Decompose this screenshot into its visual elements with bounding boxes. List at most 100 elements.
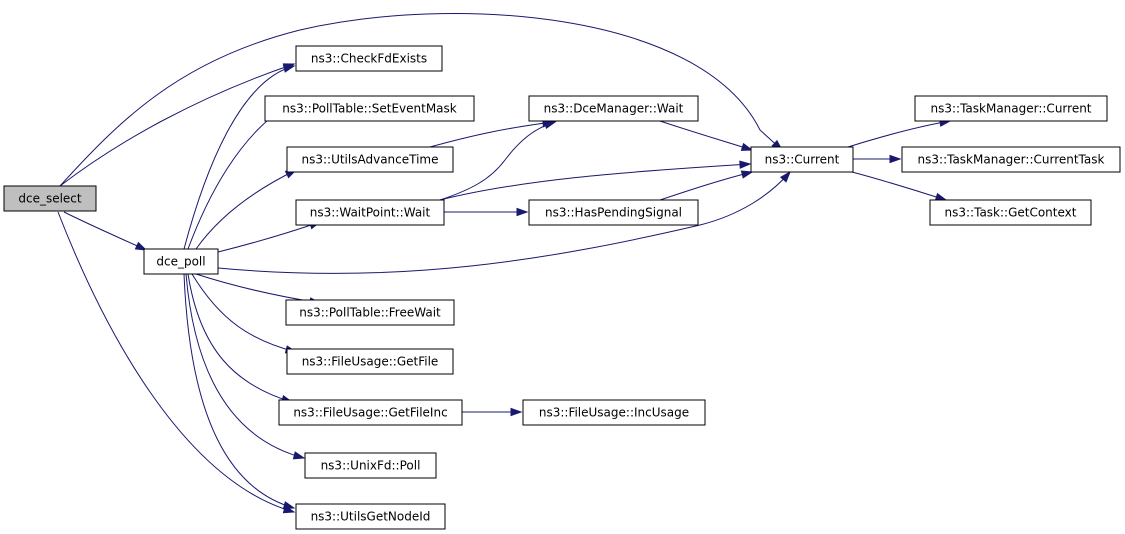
edge-dcemanager-wait-to-current: [659, 120, 754, 151]
arrowhead-icon: [510, 407, 523, 417]
node-box: [750, 146, 854, 173]
node-check-fd-exists[interactable]: ns3::CheckFdExists: [295, 45, 443, 72]
edge-line: [847, 120, 951, 148]
edge-line: [191, 273, 297, 353]
arrowhead-icon: [282, 501, 296, 510]
edge-line: [185, 273, 305, 459]
node-label: ns3::UtilsAdvanceTime: [301, 153, 438, 167]
edge-dce-select-to-check-fd-exists: [59, 63, 296, 187]
node-box: [264, 95, 475, 122]
arrowhead-icon: [543, 120, 557, 130]
edge-dce-poll-to-waitpoint-wait: [217, 221, 322, 253]
node-waitpoint-wait[interactable]: ns3::WaitPoint::Wait: [295, 199, 445, 226]
node-task-getcontext[interactable]: ns3::Task::GetContext: [929, 199, 1092, 226]
node-box: [143, 248, 219, 275]
node-box: [286, 348, 454, 375]
node-label: ns3::TaskManager::CurrentTask: [918, 153, 1105, 167]
edge-waitpoint-wait-to-has-pending-signal: [444, 207, 529, 217]
edge-dce-poll-to-unixfd-poll: [185, 273, 306, 460]
edge-dce-select-to-dce-poll: [63, 211, 148, 251]
node-label: ns3::FileUsage::GetFileInc: [293, 406, 447, 420]
arrowhead-icon: [779, 170, 791, 183]
edge-has-pending-signal-to-current: [659, 170, 754, 201]
node-label: ns3::UnixFd::Poll: [321, 459, 421, 473]
edge-line: [439, 121, 556, 201]
node-box: [528, 95, 699, 122]
edge-line: [59, 63, 295, 187]
edge-current-to-taskmanager-currenttask: [853, 154, 902, 164]
edge-line: [195, 169, 297, 250]
node-label: ns3::UtilsGetNodeId: [311, 510, 431, 524]
node-label: dce_poll: [156, 255, 205, 269]
edge-dce-poll-to-fileusage-getfileinc: [187, 273, 294, 404]
edge-fileusage-getfileinc-to-fileusage-incusage: [462, 407, 523, 417]
node-has-pending-signal[interactable]: ns3::HasPendingSignal: [528, 199, 699, 226]
edge-line: [187, 273, 293, 403]
arrowhead-icon: [516, 207, 529, 217]
node-taskmanager-current[interactable]: ns3::TaskManager::Current: [914, 95, 1108, 122]
edge-dce-poll-to-polltable-seteventmask: [187, 111, 280, 250]
node-label: ns3::PollTable::SetEventMask: [282, 102, 457, 116]
node-box: [278, 399, 463, 426]
node-label: ns3::PollTable::FreeWait: [299, 306, 441, 320]
edge-line: [57, 211, 295, 513]
edge-line: [187, 111, 279, 250]
edge-line: [195, 273, 321, 304]
node-dce-select[interactable]: dce_select: [3, 185, 97, 212]
arrowhead-icon: [889, 154, 902, 164]
node-label: ns3::CheckFdExists: [311, 52, 427, 66]
node-utils-getnodeid[interactable]: ns3::UtilsGetNodeId: [295, 503, 446, 530]
edge-line: [183, 65, 295, 250]
node-fileusage-getfile[interactable]: ns3::FileUsage::GetFile: [286, 348, 454, 375]
node-polltable-freewait[interactable]: ns3::PollTable::FreeWait: [285, 299, 455, 326]
node-label: ns3::DceManager::Wait: [544, 102, 684, 116]
arrowhead-icon: [740, 170, 754, 179]
edge-utils-advance-time-to-dcemanager-wait: [429, 119, 555, 148]
edge-line: [217, 221, 321, 253]
node-box: [285, 299, 455, 326]
node-dce-poll[interactable]: dce_poll: [143, 248, 219, 275]
edge-line: [59, 13, 783, 187]
edge-line: [439, 163, 751, 201]
node-box: [295, 503, 446, 530]
edge-waitpoint-wait-to-dcemanager-wait: [439, 120, 557, 201]
node-box: [304, 452, 437, 479]
node-current[interactable]: ns3::Current: [750, 146, 854, 173]
node-label: ns3::Task::GetContext: [945, 206, 1077, 220]
edge-current-to-taskmanager-current: [847, 118, 952, 148]
edge-line: [183, 273, 295, 509]
node-fileusage-incusage[interactable]: ns3::FileUsage::IncUsage: [522, 399, 706, 426]
node-label: ns3::Current: [765, 153, 840, 167]
node-label: ns3::HasPendingSignal: [545, 206, 682, 220]
arrowhead-icon: [134, 241, 148, 251]
node-label: ns3::FileUsage::GetFile: [302, 355, 439, 369]
node-unixfd-poll[interactable]: ns3::UnixFd::Poll: [304, 452, 437, 479]
edge-line: [63, 211, 147, 251]
node-label: dce_select: [18, 192, 82, 206]
edge-current-to-task-getcontext: [851, 171, 948, 201]
node-dcemanager-wait[interactable]: ns3::DceManager::Wait: [528, 95, 699, 122]
edge-dce-poll-to-fileusage-getfile: [191, 273, 298, 354]
edge-dce-poll-to-check-fd-exists: [183, 64, 296, 250]
arrowhead-icon: [740, 142, 754, 151]
edge-line: [659, 171, 753, 201]
node-fileusage-getfileinc[interactable]: ns3::FileUsage::GetFileInc: [278, 399, 463, 426]
edge-dce-poll-to-utils-getnodeid: [183, 273, 296, 510]
arrowhead-icon: [934, 192, 948, 201]
edge-line: [429, 121, 554, 148]
node-box: [295, 199, 445, 226]
node-box: [901, 146, 1121, 173]
edge-dce-poll-to-current: [217, 170, 791, 274]
arrowhead-icon: [292, 451, 306, 460]
node-polltable-seteventmask[interactable]: ns3::PollTable::SetEventMask: [264, 95, 475, 122]
node-taskmanager-currenttask[interactable]: ns3::TaskManager::CurrentTask: [901, 146, 1121, 173]
node-box: [295, 45, 443, 72]
node-box: [528, 199, 699, 226]
node-box: [3, 185, 97, 212]
node-box: [522, 399, 706, 426]
node-utils-advance-time[interactable]: ns3::UtilsAdvanceTime: [286, 146, 454, 173]
node-label: ns3::TaskManager::Current: [930, 102, 1091, 116]
edge-dce-poll-to-utils-advance-time: [195, 169, 298, 250]
